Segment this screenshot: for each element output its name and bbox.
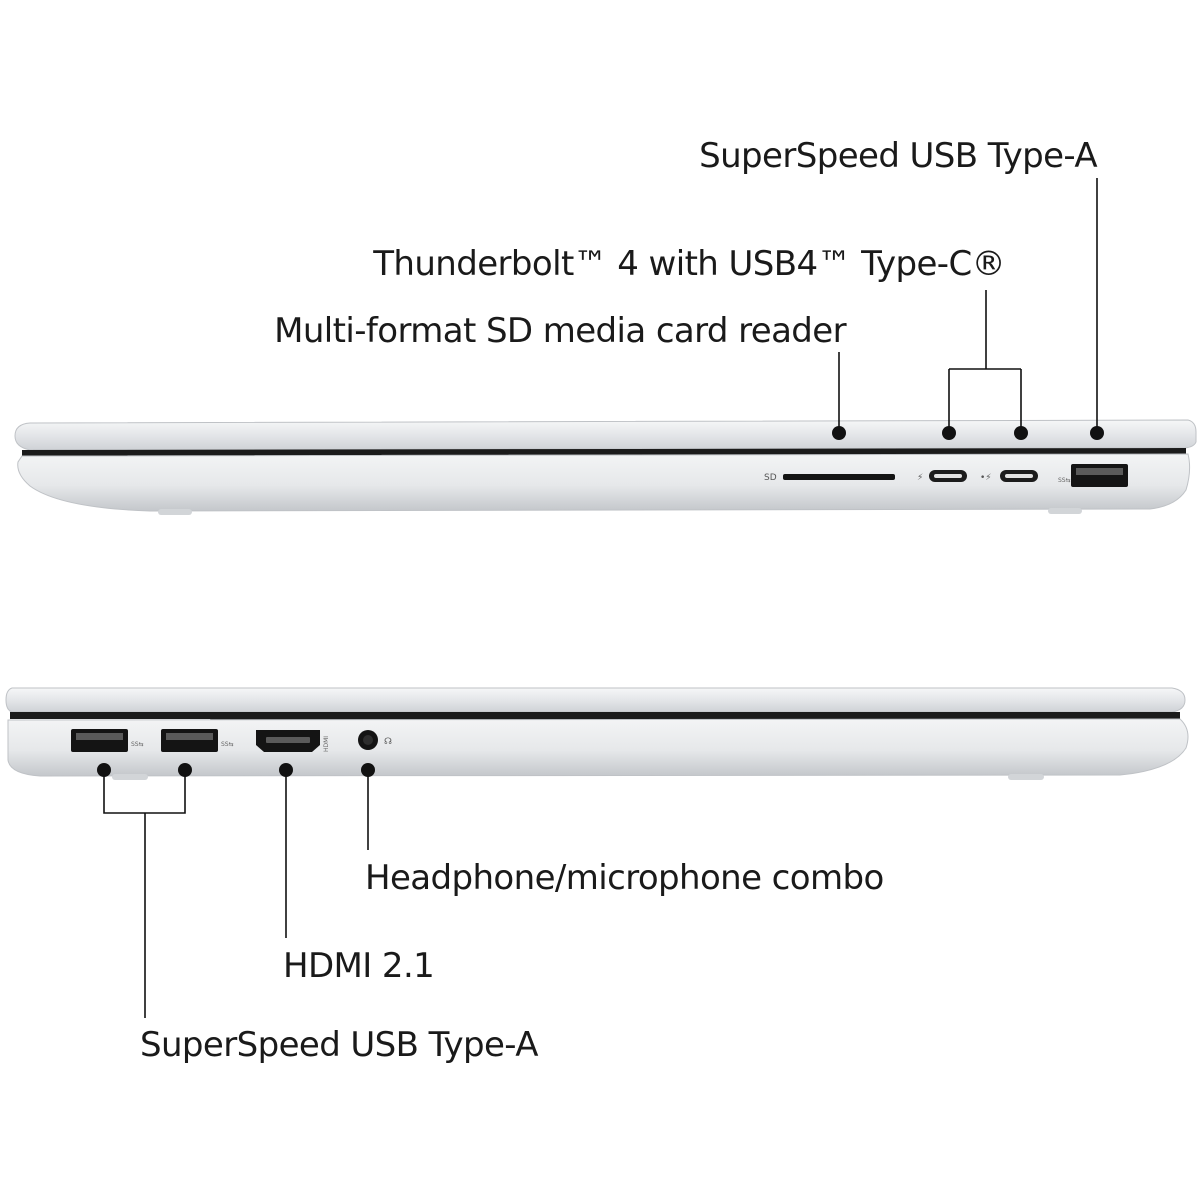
lid-edge-left: [5, 687, 1186, 713]
headphone-jack-inner: [363, 735, 373, 745]
hdmi-logo-icon: HDMI: [323, 736, 330, 752]
dot-sd-reader: [832, 426, 846, 440]
right-side-view: SD ⚡ •⚡ SS⇆ SuperSpeed USB Type-A Thunde…: [14, 136, 1197, 515]
label-hdmi: HDMI 2.1: [283, 946, 434, 986]
superspeed-icon-2: SS⇆: [221, 741, 234, 748]
dot-headphone: [361, 763, 375, 777]
foot-front: [158, 509, 192, 515]
thunderbolt-port-1-inner: [934, 474, 962, 478]
leader-usb-a-left: [103, 770, 186, 1018]
power-delivery-icon: •⚡: [980, 473, 992, 483]
left-side-view: SS⇆ SS⇆ HDMI ☊ Headphone/microphone comb…: [5, 687, 1189, 1065]
superspeed-icon: SS⇆: [1058, 477, 1071, 484]
usb-a-port-left-1: [71, 729, 128, 752]
dot-thunderbolt-1: [942, 426, 956, 440]
label-usb-a-right: SuperSpeed USB Type-A: [699, 136, 1097, 176]
label-headphone: Headphone/microphone combo: [365, 858, 884, 898]
usb-a-port-right: [1071, 464, 1128, 487]
lid-edge: [14, 419, 1197, 451]
dot-thunderbolt-2: [1014, 426, 1028, 440]
hinge-gap-left: [10, 712, 1180, 719]
label-sd-reader: Multi-format SD media card reader: [274, 311, 846, 351]
usb-a-port-left-1-tongue: [76, 733, 123, 740]
dot-usb-a-left-1: [97, 763, 111, 777]
sd-marking: SD: [764, 473, 777, 483]
base-edge: [17, 453, 1191, 512]
foot-left-rear: [1008, 774, 1044, 780]
sd-card-slot: [783, 474, 895, 480]
superspeed-icon-1: SS⇆: [131, 741, 144, 748]
foot-rear: [1048, 508, 1082, 514]
hinge-gap: [22, 448, 1186, 456]
label-thunderbolt: Thunderbolt™ 4 with USB4™ Type-C®: [372, 244, 1005, 284]
foot-left-front: [112, 774, 148, 780]
headphone-icon: ☊: [384, 737, 392, 747]
thunderbolt-port-2-inner: [1005, 474, 1033, 478]
label-usb-a-left: SuperSpeed USB Type-A: [140, 1025, 538, 1065]
dot-usb-a-right: [1090, 426, 1104, 440]
leader-thunderbolt: [948, 290, 1022, 433]
thunderbolt-icon: ⚡: [917, 473, 923, 483]
dot-hdmi: [279, 763, 293, 777]
usb-a-port-left-2-tongue: [166, 733, 213, 740]
usb-a-port-left-2: [161, 729, 218, 752]
dot-usb-a-left-2: [178, 763, 192, 777]
hdmi-port-inner: [266, 737, 310, 743]
usb-a-port-right-tongue: [1076, 468, 1123, 475]
